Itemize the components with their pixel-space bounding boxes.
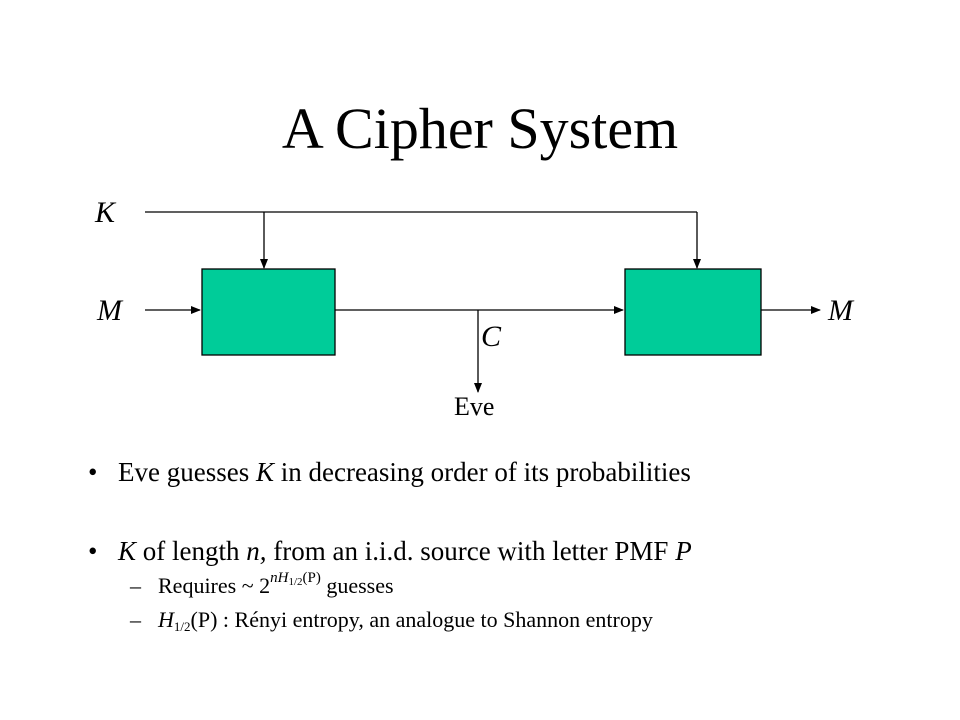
sub-bullet-renyi: –H1/2(P) : Rényi entropy, an analogue to… xyxy=(130,607,653,634)
decryptor-box xyxy=(624,268,762,356)
bullet-dot: • xyxy=(88,536,98,566)
bullet-eve-guesses: •Eve guesses K in decreasing order of it… xyxy=(88,457,691,487)
eve-label: Eve xyxy=(454,392,494,421)
bullet-key-length: •K of length n, from an i.i.d. source wi… xyxy=(88,536,692,566)
guess-exponent: nH1/2(P) xyxy=(270,570,321,588)
slide-title: A Cipher System xyxy=(281,96,679,161)
key-label: K xyxy=(94,196,117,229)
sub-bullet-dash: – xyxy=(130,607,141,632)
output-message-label: M xyxy=(827,294,855,327)
sub-bullet-guesses: –Requires ~ 2nH1/2(P) guesses xyxy=(130,570,394,599)
bullet-dot: • xyxy=(88,457,98,487)
encryptor-box xyxy=(201,268,336,356)
input-message-label: M xyxy=(96,294,124,327)
ciphertext-label: C xyxy=(481,320,502,353)
sub-bullet-dash: – xyxy=(130,573,141,598)
